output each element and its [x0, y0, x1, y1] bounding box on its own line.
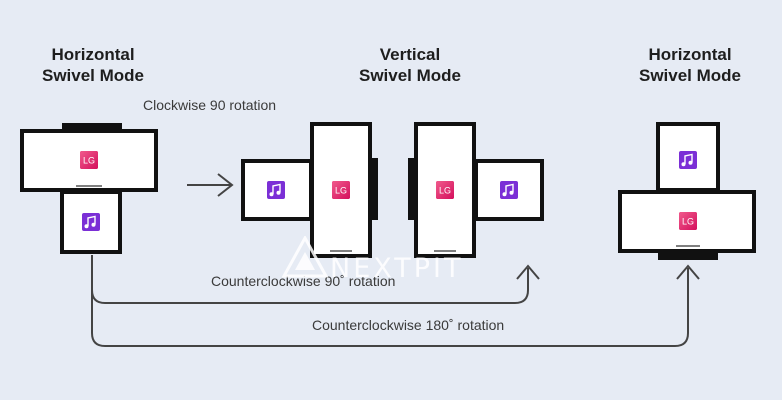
center-device-b: LG	[408, 122, 544, 258]
lg-logo-icon: LG	[332, 181, 350, 199]
label-ccw180: Counterclockwise 180˚ rotation	[312, 317, 505, 333]
lg-logo-icon: LG	[436, 181, 454, 199]
title-center-line2: Swivel Mode	[358, 66, 462, 85]
lg-logo-text: LG	[83, 156, 95, 166]
title-right: Horizontal Swivel Mode	[625, 44, 755, 86]
right-stand-bottom	[658, 251, 718, 260]
music-note-icon	[81, 212, 101, 232]
title-center-line1: Vertical	[379, 45, 441, 64]
title-left-line1: Horizontal	[51, 45, 135, 64]
left-sub-screen	[60, 190, 122, 254]
title-left-line2: Swivel Mode	[41, 66, 145, 85]
title-right-line2: Swivel Mode	[638, 66, 742, 85]
lg-logo-text: LG	[335, 186, 347, 196]
center-a-stand	[370, 158, 378, 220]
music-note-icon	[678, 150, 698, 170]
arrow-ccw180-icon	[91, 264, 700, 347]
lg-logo-text: LG	[682, 217, 694, 227]
right-device-group: LG	[618, 122, 756, 260]
left-stand-top	[62, 123, 122, 132]
music-note-icon	[266, 180, 286, 200]
title-right-line1: Horizontal	[648, 45, 732, 64]
lg-logo-icon: LG	[679, 212, 697, 230]
watermark-text: NEXTPIT	[330, 253, 464, 284]
lg-logo-text: LG	[439, 186, 451, 196]
label-clockwise: Clockwise 90 rotation	[143, 97, 277, 113]
center-a-main-screen	[310, 122, 372, 258]
center-device-a: LG	[241, 122, 378, 258]
arrow-right-icon	[187, 173, 234, 197]
center-b-stand	[408, 158, 416, 220]
title-center: Vertical Swivel Mode	[345, 44, 475, 86]
watermark-logo-icon	[282, 236, 328, 278]
lg-logo-icon: LG	[80, 151, 98, 169]
title-left: Horizontal Swivel Mode	[28, 44, 158, 86]
music-note-icon	[499, 180, 519, 200]
left-device-group: LG	[20, 123, 158, 254]
label-ccw90: Counterclockwise 90˚ rotation	[211, 273, 396, 289]
